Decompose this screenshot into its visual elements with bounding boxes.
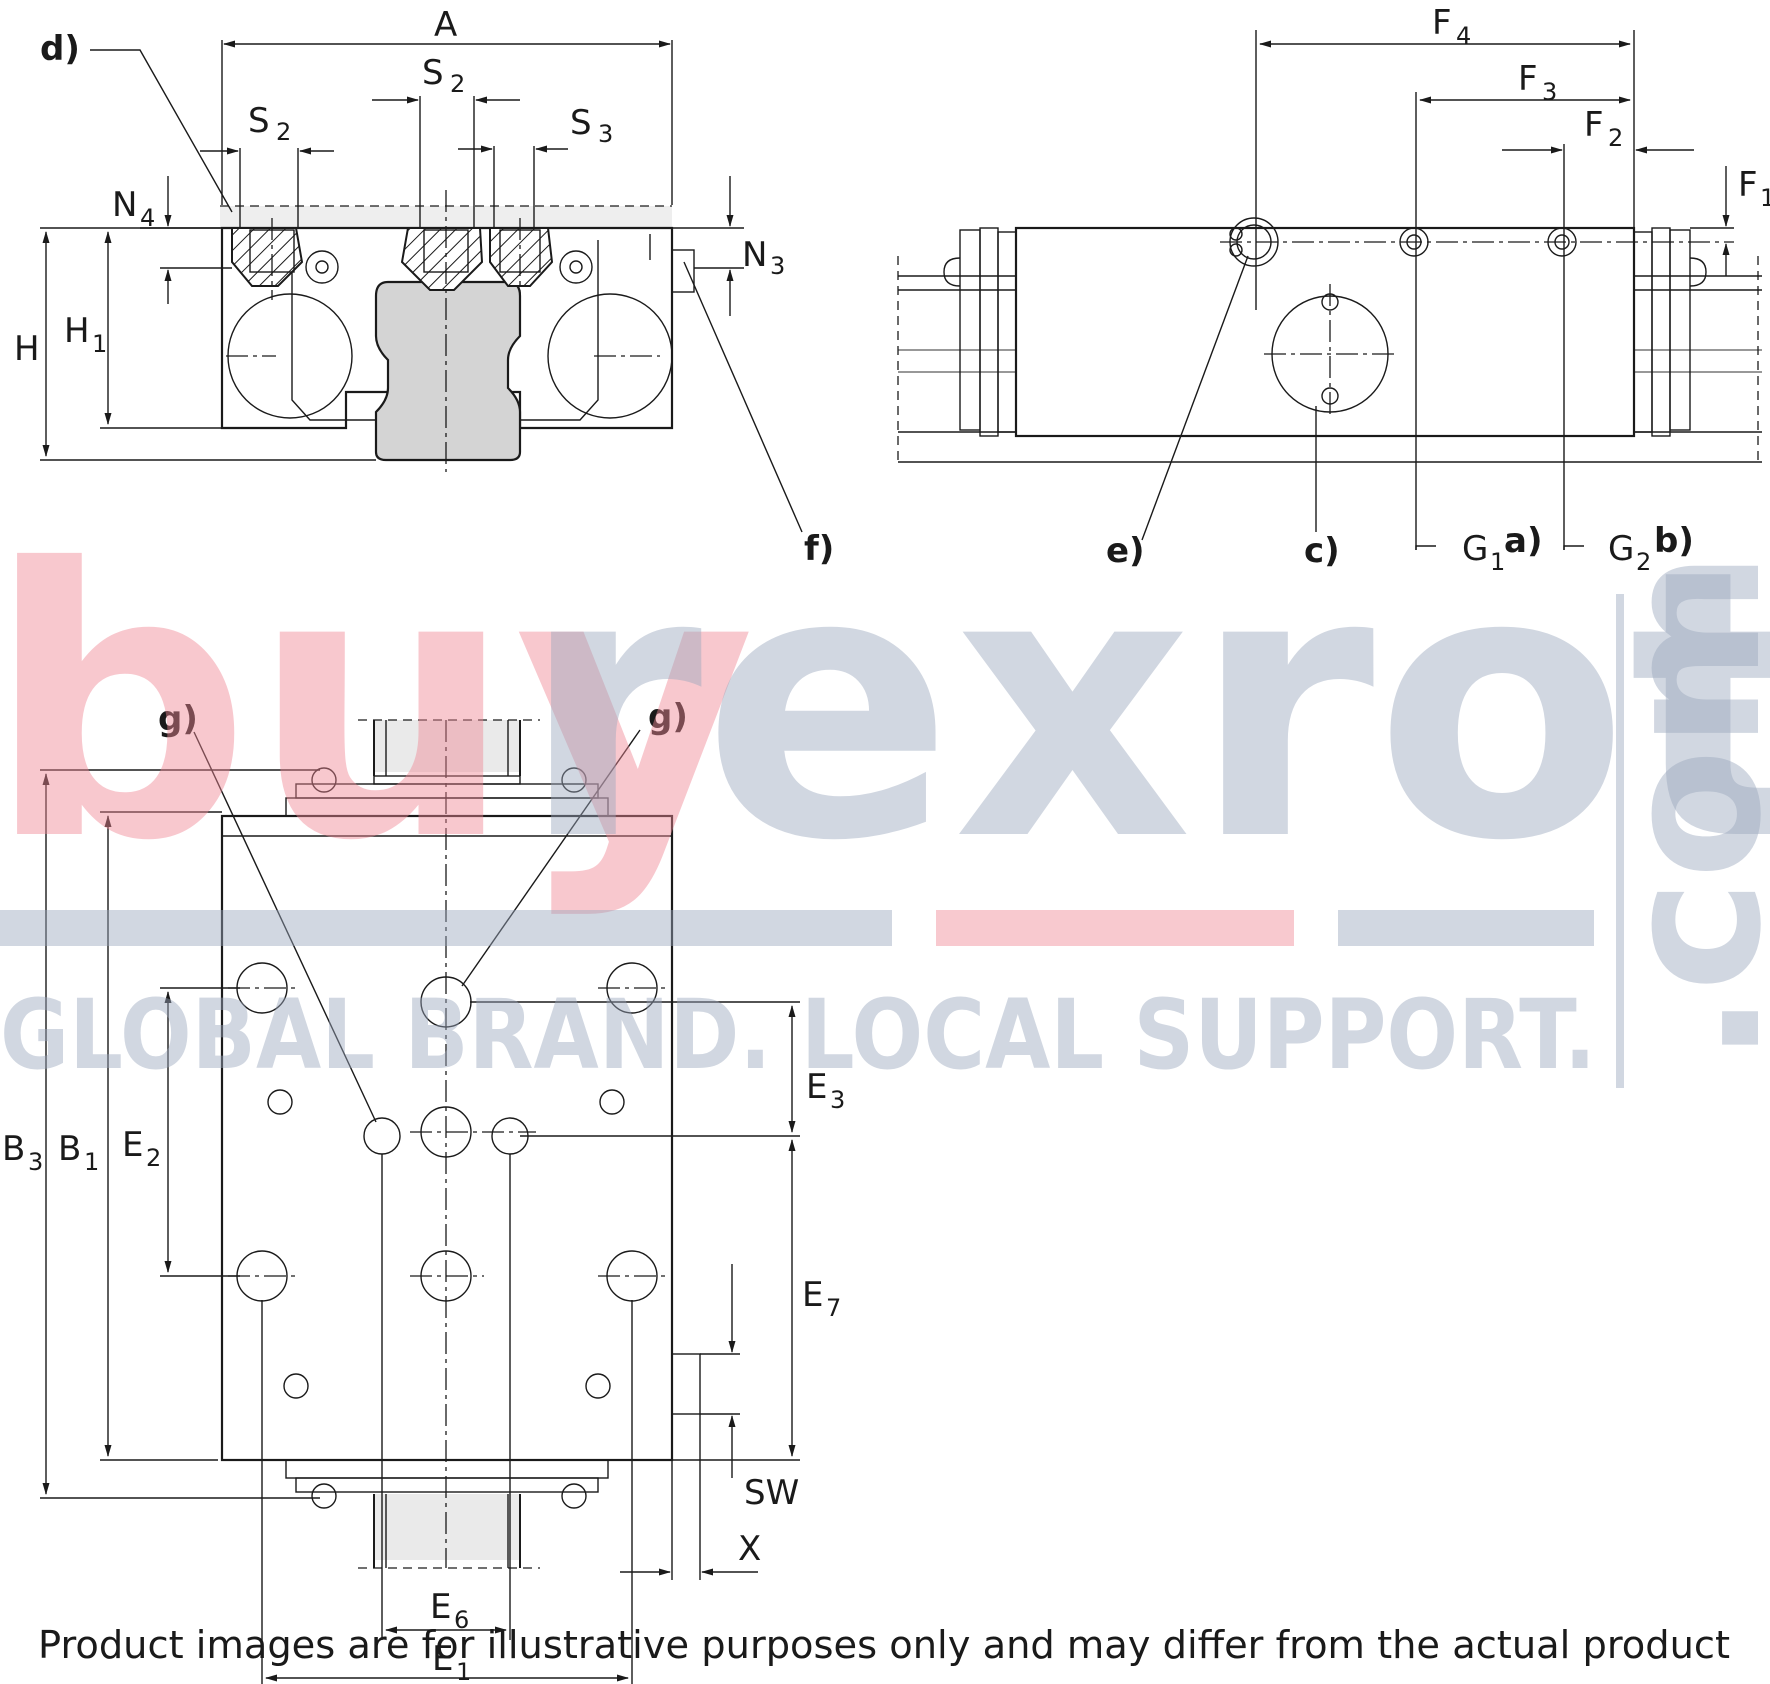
dim-E6-sub: 6	[454, 1606, 469, 1634]
dim-B1-label: B	[58, 1129, 81, 1169]
dim-G2-sub: 2	[1636, 548, 1651, 576]
note-g-right: g)	[648, 697, 688, 737]
dim-X-label: X	[738, 1529, 761, 1569]
watermark-divider	[1616, 594, 1624, 1088]
dim-F1-label: F	[1738, 165, 1758, 205]
dim-B3-label: B	[2, 1129, 25, 1169]
dim-N3-sub: 3	[770, 252, 785, 280]
dim-S2-center-sub: 2	[450, 70, 465, 98]
dim-B1-sub: 1	[84, 1148, 99, 1176]
watermark-bar-left	[0, 910, 892, 946]
dim-S2-center-label: S	[422, 53, 444, 93]
dim-S3-label: S	[570, 103, 592, 143]
dim-S2-left-label: S	[248, 101, 270, 141]
dim-B3-sub: 3	[28, 1148, 43, 1176]
dim-G1-sub: 1	[1490, 548, 1505, 576]
dim-F2-label: F	[1584, 105, 1604, 145]
dim-G2-label: G	[1608, 529, 1634, 569]
dim-N4-label: N	[112, 185, 137, 225]
dim-E1-sub: 1	[456, 1658, 471, 1684]
note-e: e)	[1106, 531, 1145, 571]
dim-H-label: H	[14, 329, 40, 369]
note-b: b)	[1654, 521, 1694, 561]
dim-E2-label: E	[122, 1125, 143, 1165]
dim-N4-sub: 4	[140, 204, 155, 232]
dim-E2-sub: 2	[146, 1144, 161, 1172]
dim-N3-label: N	[742, 235, 767, 275]
watermark-bar-center	[936, 910, 1294, 946]
dim-H1-label: H	[64, 311, 90, 351]
dim-F3-sub: 3	[1542, 78, 1557, 106]
side-view-labels: F 4 F 3 F 2 F 1 G 1 a) G 2 b) e) c)	[1106, 3, 1770, 576]
watermark-buy: buy	[0, 492, 755, 922]
top-view-labels: B 3 B 1 E 2 E 3 E 7 SW X E 6 E 1 g) g)	[2, 697, 845, 1684]
dim-F4-sub: 4	[1456, 22, 1471, 50]
watermark-bar-right	[1338, 910, 1594, 946]
dim-E3-label: E	[806, 1067, 827, 1107]
dim-E3-sub: 3	[830, 1086, 845, 1114]
dim-SW-label: SW	[744, 1473, 799, 1513]
dim-E6-label: E	[430, 1587, 451, 1627]
note-c: c)	[1304, 531, 1340, 571]
note-f: f)	[804, 529, 834, 569]
note-a: a)	[1504, 521, 1542, 561]
dim-S2-left-sub: 2	[276, 118, 291, 146]
dim-F3-label: F	[1518, 59, 1538, 99]
watermark-com: .com	[1582, 551, 1770, 1064]
disclaimer-text: Product images are for illustrative purp…	[38, 1623, 1730, 1667]
front-view	[40, 40, 803, 533]
dim-F4-label: F	[1432, 3, 1452, 43]
dim-H1-sub: 1	[92, 330, 107, 358]
side-view	[897, 30, 1762, 550]
note-d: d)	[40, 29, 80, 69]
dim-S3-sub: 3	[598, 120, 613, 148]
watermark-rexroth: rexroth	[520, 492, 1770, 922]
dim-E7-label: E	[802, 1275, 823, 1315]
top-view	[40, 719, 800, 1684]
watermark-tagline: GLOBAL BRAND. LOCAL SUPPORT.	[0, 979, 1596, 1091]
front-view-labels: A S 2 S 2 S 3 N 4 N 3 H H 1 d) f)	[14, 5, 834, 569]
dim-A-label: A	[434, 5, 457, 45]
dim-G1-label: G	[1462, 529, 1488, 569]
dim-E1-label: E	[432, 1639, 453, 1679]
watermark: buy rexroth GLOBAL BRAND. LOCAL SUPPORT.…	[0, 492, 1770, 1091]
note-g-left: g)	[158, 699, 198, 739]
dim-F1-sub: 1	[1760, 184, 1770, 212]
dim-F2-sub: 2	[1608, 124, 1623, 152]
dim-E7-sub: 7	[826, 1294, 841, 1322]
